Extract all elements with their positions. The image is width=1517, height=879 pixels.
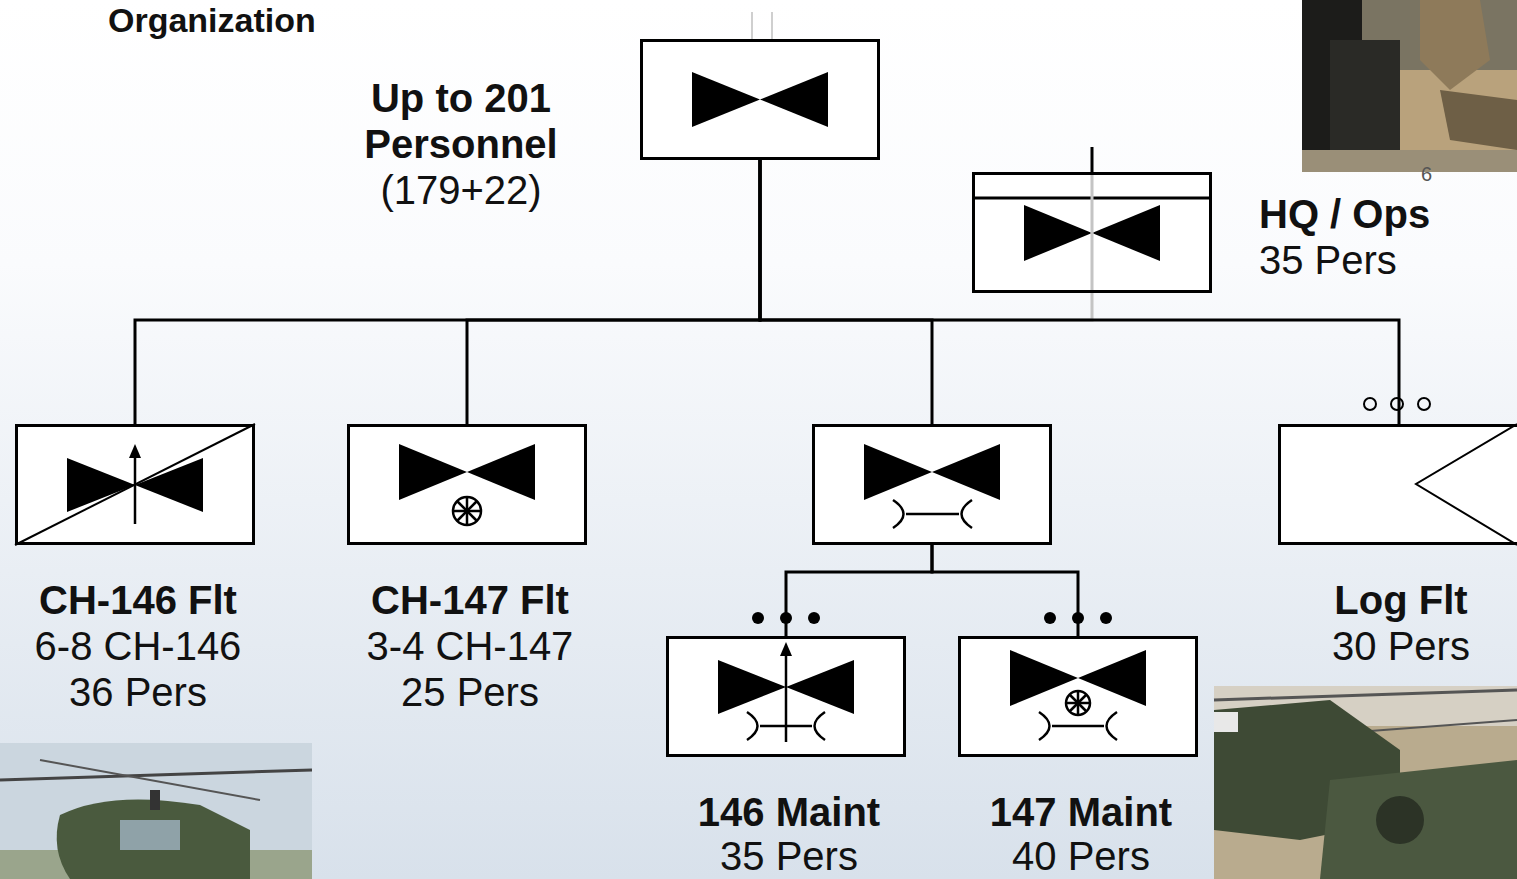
page-number: 6	[1421, 163, 1432, 185]
org-connector	[786, 545, 932, 636]
unit-box: Up to 201 Personnel(179+22)	[640, 39, 880, 160]
org-connector	[760, 160, 1092, 320]
photo-top-right	[1302, 0, 1517, 172]
unit-label: 147 Maint40 Pers	[901, 790, 1261, 878]
unit-detail: 25 Pers	[290, 669, 650, 715]
unit-label: CH-146 Flt6-8 CH-14636 Pers	[0, 577, 318, 715]
unit-name: HQ / Ops	[1259, 191, 1499, 237]
org-connector	[135, 160, 760, 424]
unit-label: Up to 201 Personnel(179+22)	[341, 75, 581, 213]
echelon-mark	[1364, 398, 1430, 410]
unit-box	[812, 424, 1052, 545]
unit-box: HQ / Ops35 Pers	[972, 172, 1212, 293]
logistics-symbol	[1416, 424, 1517, 545]
unit-name: 146 Maint	[609, 790, 969, 834]
org-connector	[932, 545, 1078, 636]
echelon-mark	[752, 612, 1112, 624]
unit-detail: 35 Pers	[609, 834, 969, 878]
unit-name: Up to 201 Personnel	[341, 75, 581, 167]
unit-label: Log Flt30 Pers	[1221, 577, 1517, 669]
unit-label: CH-147 Flt3-4 CH-14725 Pers	[290, 577, 650, 715]
unit-detail: 36 Pers	[0, 669, 318, 715]
unit-detail: (179+22)	[341, 167, 581, 213]
unit-label: HQ / Ops35 Pers	[1259, 191, 1499, 283]
photo-bottom-left	[0, 743, 312, 879]
unit-detail: 3-4 CH-147	[290, 623, 650, 669]
unit-name: 147 Maint	[901, 790, 1261, 834]
unit-box: Log Flt30 Pers	[1278, 424, 1517, 545]
maintenance-symbol	[747, 500, 1117, 740]
unit-label: 146 Maint35 Pers	[609, 790, 969, 878]
unit-box: CH-146 Flt6-8 CH-14636 Pers	[15, 424, 255, 545]
unit-box: 146 Maint35 Pers	[666, 636, 906, 757]
org-connector	[760, 160, 932, 424]
unit-box: CH-147 Flt3-4 CH-14725 Pers	[347, 424, 587, 545]
unit-detail: 35 Pers	[1259, 237, 1499, 283]
unit-name: CH-146 Flt	[0, 577, 318, 623]
unit-detail: 6-8 CH-146	[0, 623, 318, 669]
hq-stem	[1091, 147, 1094, 172]
echelon-mark	[752, 12, 772, 39]
unit-box: 147 Maint40 Pers	[958, 636, 1198, 757]
symbol-diagonal	[15, 424, 255, 545]
photo-bottom-right	[1214, 686, 1517, 879]
unit-detail: 40 Pers	[901, 834, 1261, 878]
unit-name: CH-147 Flt	[290, 577, 650, 623]
unit-detail: 30 Pers	[1221, 623, 1517, 669]
unit-name: Log Flt	[1221, 577, 1517, 623]
page-title: Organization	[108, 0, 316, 40]
